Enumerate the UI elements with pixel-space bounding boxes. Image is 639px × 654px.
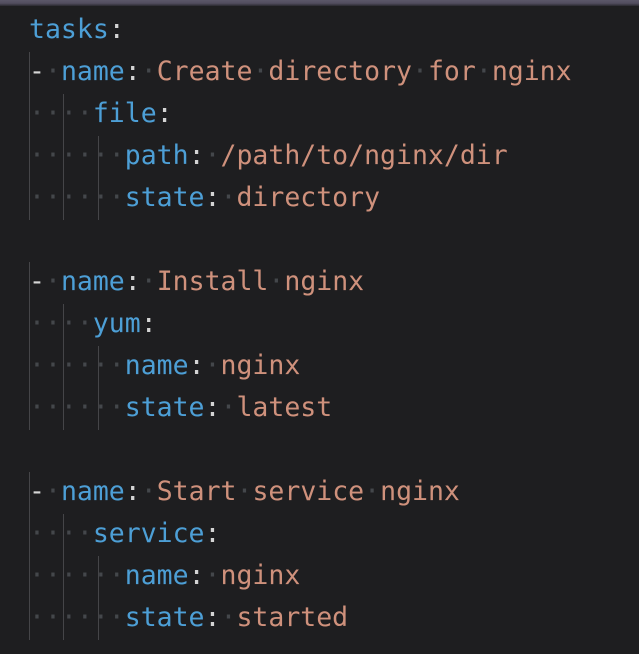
yaml-key: state	[124, 392, 205, 423]
yaml-key: file	[92, 98, 157, 129]
whitespace-dots: ·	[44, 56, 61, 87]
whitespace-dots: ·	[412, 56, 428, 87]
whitespace-dots: ······	[29, 392, 125, 423]
whitespace-dots: ······	[29, 602, 125, 633]
yaml-value: service	[252, 476, 365, 507]
code-line[interactable]: ····yum:	[0, 303, 157, 345]
whitespace-dots: ······	[29, 350, 125, 381]
yaml-key: state	[124, 182, 205, 213]
whitespace-dots: ······	[29, 182, 125, 213]
yaml-key: name	[60, 56, 125, 87]
yaml-value: for	[427, 56, 476, 87]
whitespace-dots: ·	[204, 560, 221, 591]
yaml-colon: :	[156, 98, 173, 129]
yaml-value: Create	[156, 56, 253, 87]
yaml-key: name	[124, 560, 189, 591]
yaml-colon: :	[124, 476, 141, 507]
whitespace-dots: ·	[140, 266, 157, 297]
yaml-value: nginx	[284, 266, 365, 297]
whitespace-dots: ·	[204, 140, 221, 171]
yaml-key: path	[124, 140, 189, 171]
yaml-value: Install	[156, 266, 269, 297]
yaml-value: nginx	[380, 476, 460, 507]
yaml-key: name	[60, 266, 125, 297]
yaml-colon: :	[204, 602, 221, 633]
yaml-key: service	[92, 518, 205, 549]
code-line[interactable]	[0, 429, 29, 471]
yaml-key: yum	[92, 308, 141, 339]
list-dash-marker: -	[29, 476, 45, 507]
code-line[interactable]: ······state:·latest	[0, 387, 332, 429]
window-top-edge	[0, 0, 639, 6]
whitespace-dots: ·	[44, 476, 61, 507]
yaml-value: /path/to/nginx/dir	[220, 140, 508, 171]
yaml-colon: :	[188, 350, 205, 381]
code-line[interactable]: tasks:	[0, 9, 125, 51]
yaml-value: Start	[156, 476, 237, 507]
list-dash-marker: -	[29, 266, 45, 297]
yaml-key: name	[60, 476, 125, 507]
code-line[interactable]: -·name:·Install·nginx	[0, 261, 364, 303]
whitespace-dots: ······	[29, 560, 125, 591]
whitespace-dots: ·	[252, 56, 269, 87]
whitespace-dots: ·	[220, 392, 237, 423]
yaml-value: latest	[236, 392, 333, 423]
whitespace-dots: ·	[364, 476, 381, 507]
whitespace-dots: ·	[140, 56, 157, 87]
code-line[interactable]: ····file:	[0, 93, 173, 135]
code-line[interactable]: ······state:·directory	[0, 177, 380, 219]
yaml-value: directory	[236, 182, 381, 213]
code-line[interactable]: -·name:·Start·service·nginx	[0, 471, 460, 513]
whitespace-dots: ·	[220, 182, 237, 213]
code-line[interactable]: ······path:·/path/to/nginx/dir	[0, 135, 508, 177]
yaml-colon: :	[188, 560, 205, 591]
code-line[interactable]: ······state:·started	[0, 597, 348, 639]
code-line[interactable]: ······name:·nginx	[0, 555, 300, 597]
yaml-colon: :	[204, 392, 221, 423]
yaml-colon: :	[124, 266, 141, 297]
yaml-value: nginx	[491, 56, 572, 87]
whitespace-dots: ····	[29, 518, 93, 549]
code-line[interactable]	[0, 219, 29, 261]
whitespace-dots: ·	[140, 476, 157, 507]
whitespace-dots: ·	[220, 602, 237, 633]
yaml-key: state	[124, 602, 205, 633]
whitespace-dots: ·	[475, 56, 492, 87]
whitespace-dots: ·	[44, 266, 61, 297]
yaml-colon: :	[204, 182, 221, 213]
yaml-colon: :	[140, 308, 157, 339]
yaml-key: tasks	[29, 14, 109, 45]
yaml-key: name	[124, 350, 189, 381]
yaml-value: nginx	[220, 350, 301, 381]
whitespace-dots: ····	[29, 98, 93, 129]
whitespace-dots: ·	[204, 350, 221, 381]
yaml-colon: :	[108, 14, 125, 45]
code-line[interactable]: ····service:	[0, 513, 220, 555]
whitespace-dots: ·	[236, 476, 253, 507]
code-line[interactable]: -·name:·Create·directory·for·nginx	[0, 51, 572, 93]
code-line[interactable]: ······name:·nginx	[0, 345, 300, 387]
yaml-value: nginx	[220, 560, 301, 591]
yaml-colon: :	[188, 140, 205, 171]
yaml-value: started	[236, 602, 349, 633]
whitespace-dots: ····	[29, 308, 93, 339]
yaml-value: directory	[268, 56, 412, 87]
whitespace-dots: ······	[29, 140, 125, 171]
yaml-colon: :	[124, 56, 141, 87]
yaml-colon: :	[204, 518, 221, 549]
whitespace-dots: ·	[268, 266, 285, 297]
list-dash-marker: -	[29, 56, 45, 87]
